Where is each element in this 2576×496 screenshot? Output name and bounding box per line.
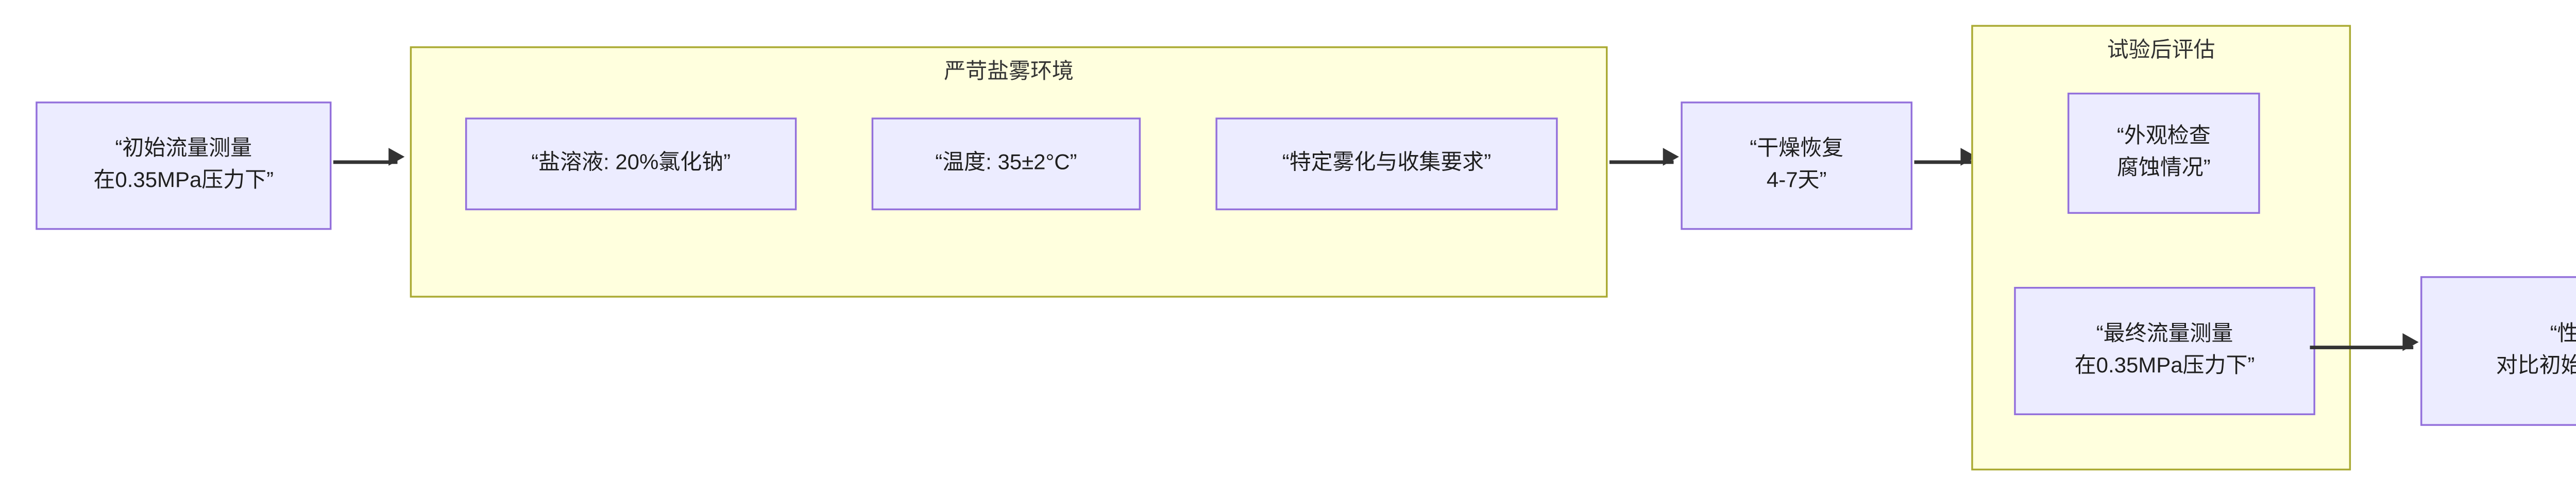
node-final-flow-line-2: 在0.35MPa压力下” [2074, 352, 2255, 378]
node-final-flow-line-1: “最终流量测量 [2096, 321, 2233, 347]
node-atomization-requirement[interactable]: “特定雾化与收集要求” [1215, 117, 1558, 211]
node-atomization-requirement-line-1: “特定雾化与收集要求” [1282, 150, 1492, 175]
edge-initial-to-salt-spray-arrowhead [388, 148, 405, 166]
edge-salt-spray-to-drying [1609, 160, 1674, 164]
node-drying-recovery-line-2: 4-7天” [1766, 167, 1827, 193]
node-initial-flow[interactable]: “初始流量测量 在0.35MPa压力下” [36, 101, 332, 230]
node-drying-recovery[interactable]: “干燥恢复 4-7天” [1681, 101, 1913, 230]
edge-salt-spray-to-drying-arrowhead [1663, 148, 1679, 166]
node-initial-flow-line-2: 在0.35MPa压力下” [93, 167, 274, 193]
node-temperature-line-1: “温度: 35±2°C” [935, 150, 1077, 175]
node-appearance-check-line-2: 腐蚀情况” [2116, 155, 2211, 180]
edge-initial-to-salt-spray [333, 160, 398, 164]
edge-final-flow-to-performance-arrowhead [2402, 333, 2419, 351]
node-performance-compare[interactable]: “性能对比 对比初始与最终流量” [2420, 276, 2576, 426]
cluster-post-test-evaluation-title: 试验后评估 [2107, 37, 2215, 63]
node-initial-flow-line-1: “初始流量测量 [115, 136, 252, 161]
node-performance-compare-line-2: 对比初始与最终流量” [2496, 352, 2576, 378]
node-temperature[interactable]: “温度: 35±2°C” [871, 117, 1141, 211]
node-drying-recovery-line-1: “干燥恢复 [1750, 136, 1844, 161]
cluster-salt-spray-environment-title: 严苛盐雾环境 [944, 59, 1074, 84]
node-salt-solution-line-1: “盐溶液: 20%氯化钠” [531, 150, 731, 175]
node-appearance-check-line-1: “外观检查 [2116, 124, 2211, 149]
node-appearance-check[interactable]: “外观检查 腐蚀情况” [2067, 92, 2260, 214]
edge-final-flow-to-performance [2310, 346, 2414, 349]
node-salt-solution[interactable]: “盐溶液: 20%氯化钠” [465, 117, 797, 211]
node-performance-compare-line-1: “性能对比 [2550, 321, 2576, 347]
node-final-flow[interactable]: “最终流量测量 在0.35MPa压力下” [2014, 286, 2315, 416]
edge-drying-to-post-test [1914, 160, 1972, 164]
